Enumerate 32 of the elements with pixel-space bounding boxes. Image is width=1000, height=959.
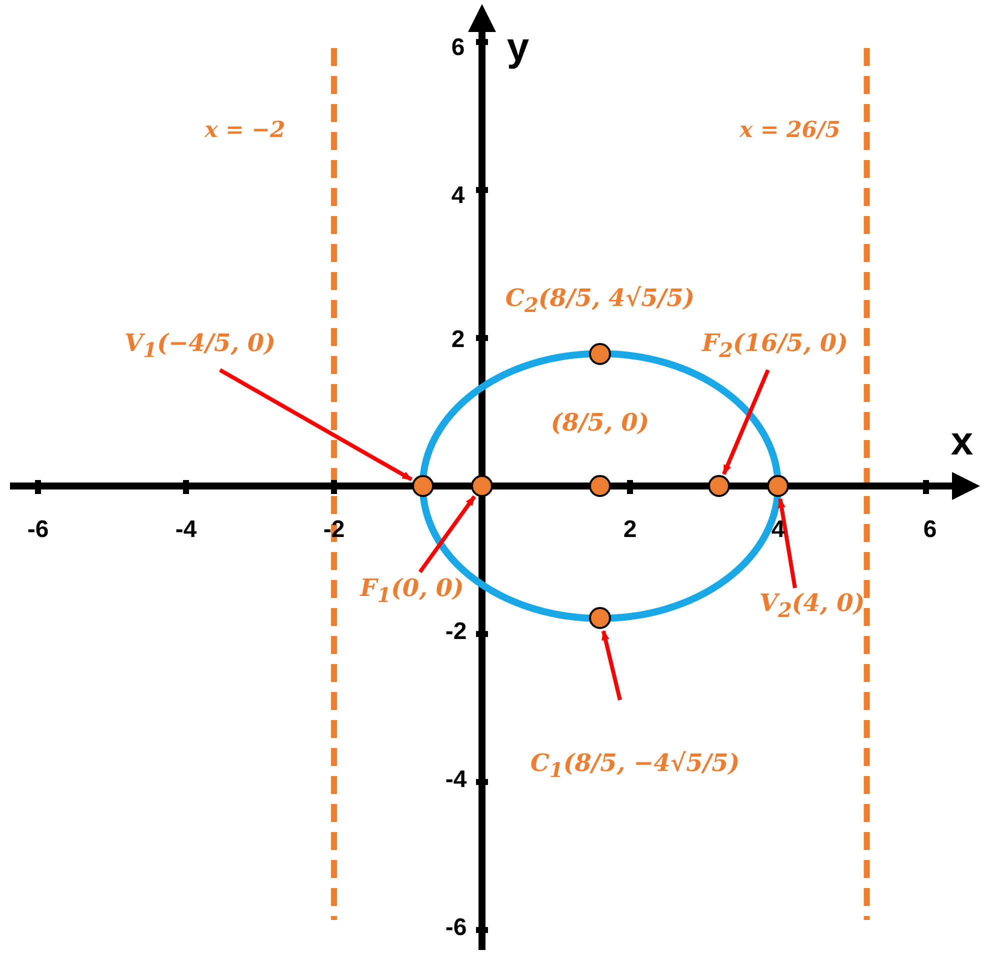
leader-arrow [418,495,476,574]
point-label: C$_{2}$(8/5, 4√5/5) [505,283,695,317]
leader-arrow [219,368,412,482]
point-label: V$_{2}$(4, 0) [759,588,865,622]
point-label: (8/5, 0) [550,408,650,436]
leader-arrow [722,369,770,475]
tick-label: -4 [175,516,197,544]
tick-label: -6 [27,516,49,544]
point-marker [412,475,434,497]
tick-label: -6 [445,914,467,942]
point-marker [589,342,612,365]
leader-arrow [602,630,622,700]
tick-label: 2 [451,326,465,354]
axis-label: y [506,26,530,70]
point-marker [471,475,493,497]
directrix-label: x = 26/5 [740,117,840,143]
tick-label: 6 [451,34,465,62]
tick-label: 6 [923,516,937,544]
point-label: F$_{2}$(16/5, 0) [702,328,848,362]
tick-label: -4 [445,766,467,794]
tick-label: 2 [623,516,637,544]
point-marker [708,475,730,497]
tick-label: 4 [451,182,465,210]
point-label: C$_{1}$(8/5, −4√5/5) [530,748,740,782]
axis-label: x [950,420,974,464]
point-marker [767,475,789,497]
point-marker [589,607,612,630]
point-marker [589,475,612,497]
point-label: F$_{1}$(0, 0) [360,573,464,607]
point-label: V$_{1}$(−4/5, 0) [124,328,276,362]
tick-label: -2 [445,618,467,646]
directrix-label: x = −2 [204,117,286,143]
